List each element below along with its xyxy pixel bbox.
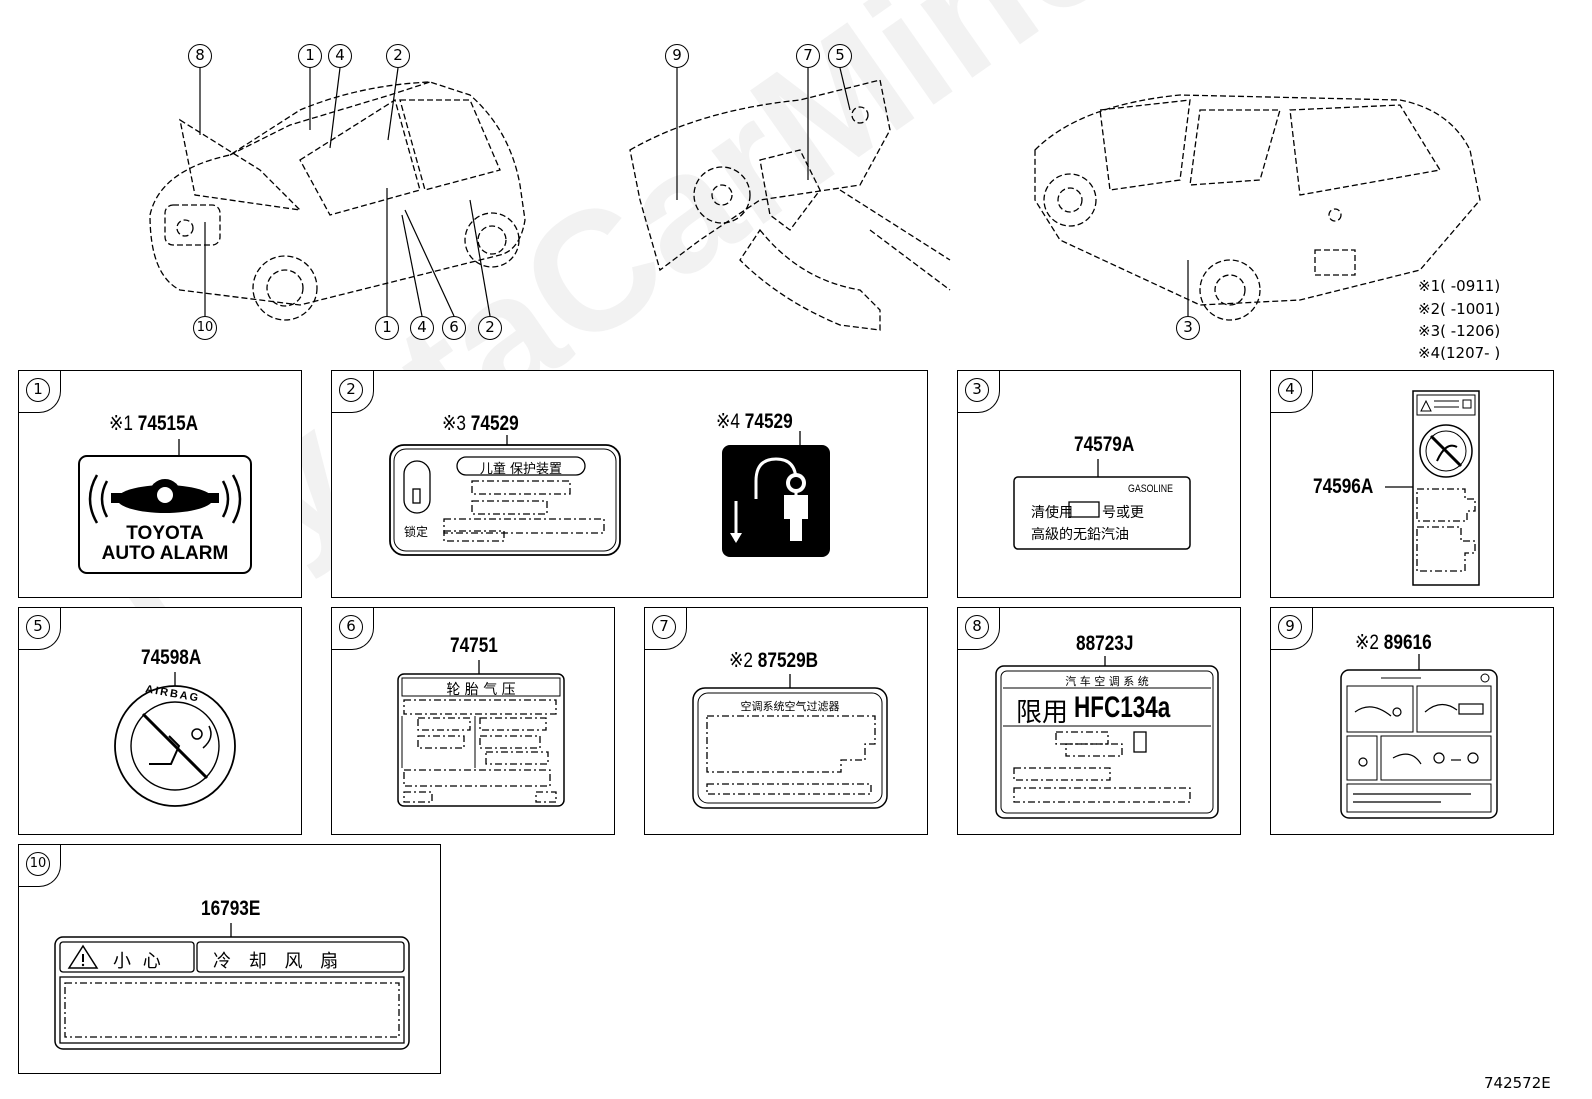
callout-5: 5 (828, 44, 852, 68)
callout-2-bottom: 2 (478, 316, 502, 340)
callout-8: 8 (188, 44, 212, 68)
part-number-74598A: 74598A (141, 646, 202, 669)
fuel-text-1: 清使用 (1031, 505, 1073, 521)
part-number-74751: 74751 (450, 634, 498, 657)
child-lock-word: 锁定 (404, 525, 429, 539)
panel-7: 7 ※2 87529B 空调系统空气过滤器 (644, 607, 928, 835)
part-number-16793E: 16793E (201, 897, 261, 920)
note-1: ※1( -0911) (1418, 277, 1501, 295)
panel-3: 3 74579A GASOLINE 清使用 号或更 高級的无鉛汽油 (957, 370, 1241, 598)
alarm-label-line2: AUTO ALARM (101, 543, 229, 564)
panel-4-number: 4 (1278, 378, 1302, 402)
panel-2-number: 2 (339, 378, 363, 402)
panel-8: 8 88723J 汽 车 空 调 系 统 限用 HFC134a (957, 607, 1241, 835)
panel-4: 4 74596A (1270, 370, 1554, 598)
callout-1-bottom: 1 (375, 316, 399, 340)
panel-3-number: 3 (965, 378, 989, 402)
ac-restrict-word: 限用 (1016, 698, 1069, 728)
panel-2: 2 ※3 74529 ※4 74529 儿童 保护装置 锁定 (331, 370, 928, 598)
callout-6: 6 (442, 316, 466, 340)
note-2: ※2( -1001) (1418, 300, 1501, 318)
callout-9: 9 (665, 44, 689, 68)
panel-8-number: 8 (965, 615, 989, 639)
note-4: ※4(1207- ) (1418, 344, 1501, 362)
part-number-74529-a: ※3 74529 (442, 412, 519, 435)
ac-refrigerant: HFC134a (1074, 691, 1171, 724)
panel-1: 1 ※1 74515A TOYOTA AUTO ALARM (18, 370, 302, 598)
callout-4-top: 4 (328, 44, 352, 68)
callout-4-bottom: 4 (410, 316, 434, 340)
callout-2-top: 2 (386, 44, 410, 68)
note-3: ※3( -1206) (1418, 322, 1501, 340)
part-number-74529-b: ※4 74529 (716, 410, 793, 433)
child-lock-title: 儿童 保护装置 (479, 462, 563, 477)
panel-5-number: 5 (26, 615, 50, 639)
callout-1-top: 1 (298, 44, 322, 68)
panel-10-number: 10 (26, 852, 50, 876)
cabin-filter-title: 空调系统空气过滤器 (740, 700, 840, 713)
alarm-label-line1: TOYOTA (126, 523, 204, 544)
part-number-74515A: ※1 74515A (109, 412, 199, 435)
callout-10: 10 (193, 316, 217, 340)
panel-6-number: 6 (339, 615, 363, 639)
panel-9-number: 9 (1278, 615, 1302, 639)
ac-system-title: 汽 车 空 调 系 统 (1065, 675, 1149, 688)
part-number-74579A: 74579A (1074, 433, 1135, 456)
car-front-illustration (149, 67, 1481, 331)
panel-9: 9 ※2 89616 (1270, 607, 1554, 835)
callout-7: 7 (796, 44, 820, 68)
panel-5: 5 74598A AIRBAG (18, 607, 302, 835)
gasoline-label: GASOLINE (1128, 483, 1173, 495)
caution-text: 小 心 (113, 951, 164, 972)
panel-10: 10 16793E 小 心 冷 却 风 扇 (18, 844, 441, 1074)
panel-6: 6 74751 轮 胎 气 压 (331, 607, 615, 835)
part-number-74596A: 74596A (1313, 475, 1374, 498)
fuel-text-3: 高級的无鉛汽油 (1031, 527, 1129, 543)
panel-7-number: 7 (652, 615, 676, 639)
cooling-fan-text: 冷 却 风 扇 (213, 951, 345, 972)
diagram-code: 742572E (1484, 1074, 1551, 1092)
part-number-89616: ※2 89616 (1355, 631, 1432, 654)
callout-3: 3 (1176, 316, 1200, 340)
part-number-88723J: 88723J (1076, 632, 1134, 655)
panel-1-number: 1 (26, 378, 50, 402)
fuel-text-2: 号或更 (1102, 505, 1144, 521)
tire-pressure-title: 轮 胎 气 压 (446, 682, 516, 698)
part-number-87529B: ※2 87529B (729, 649, 819, 672)
